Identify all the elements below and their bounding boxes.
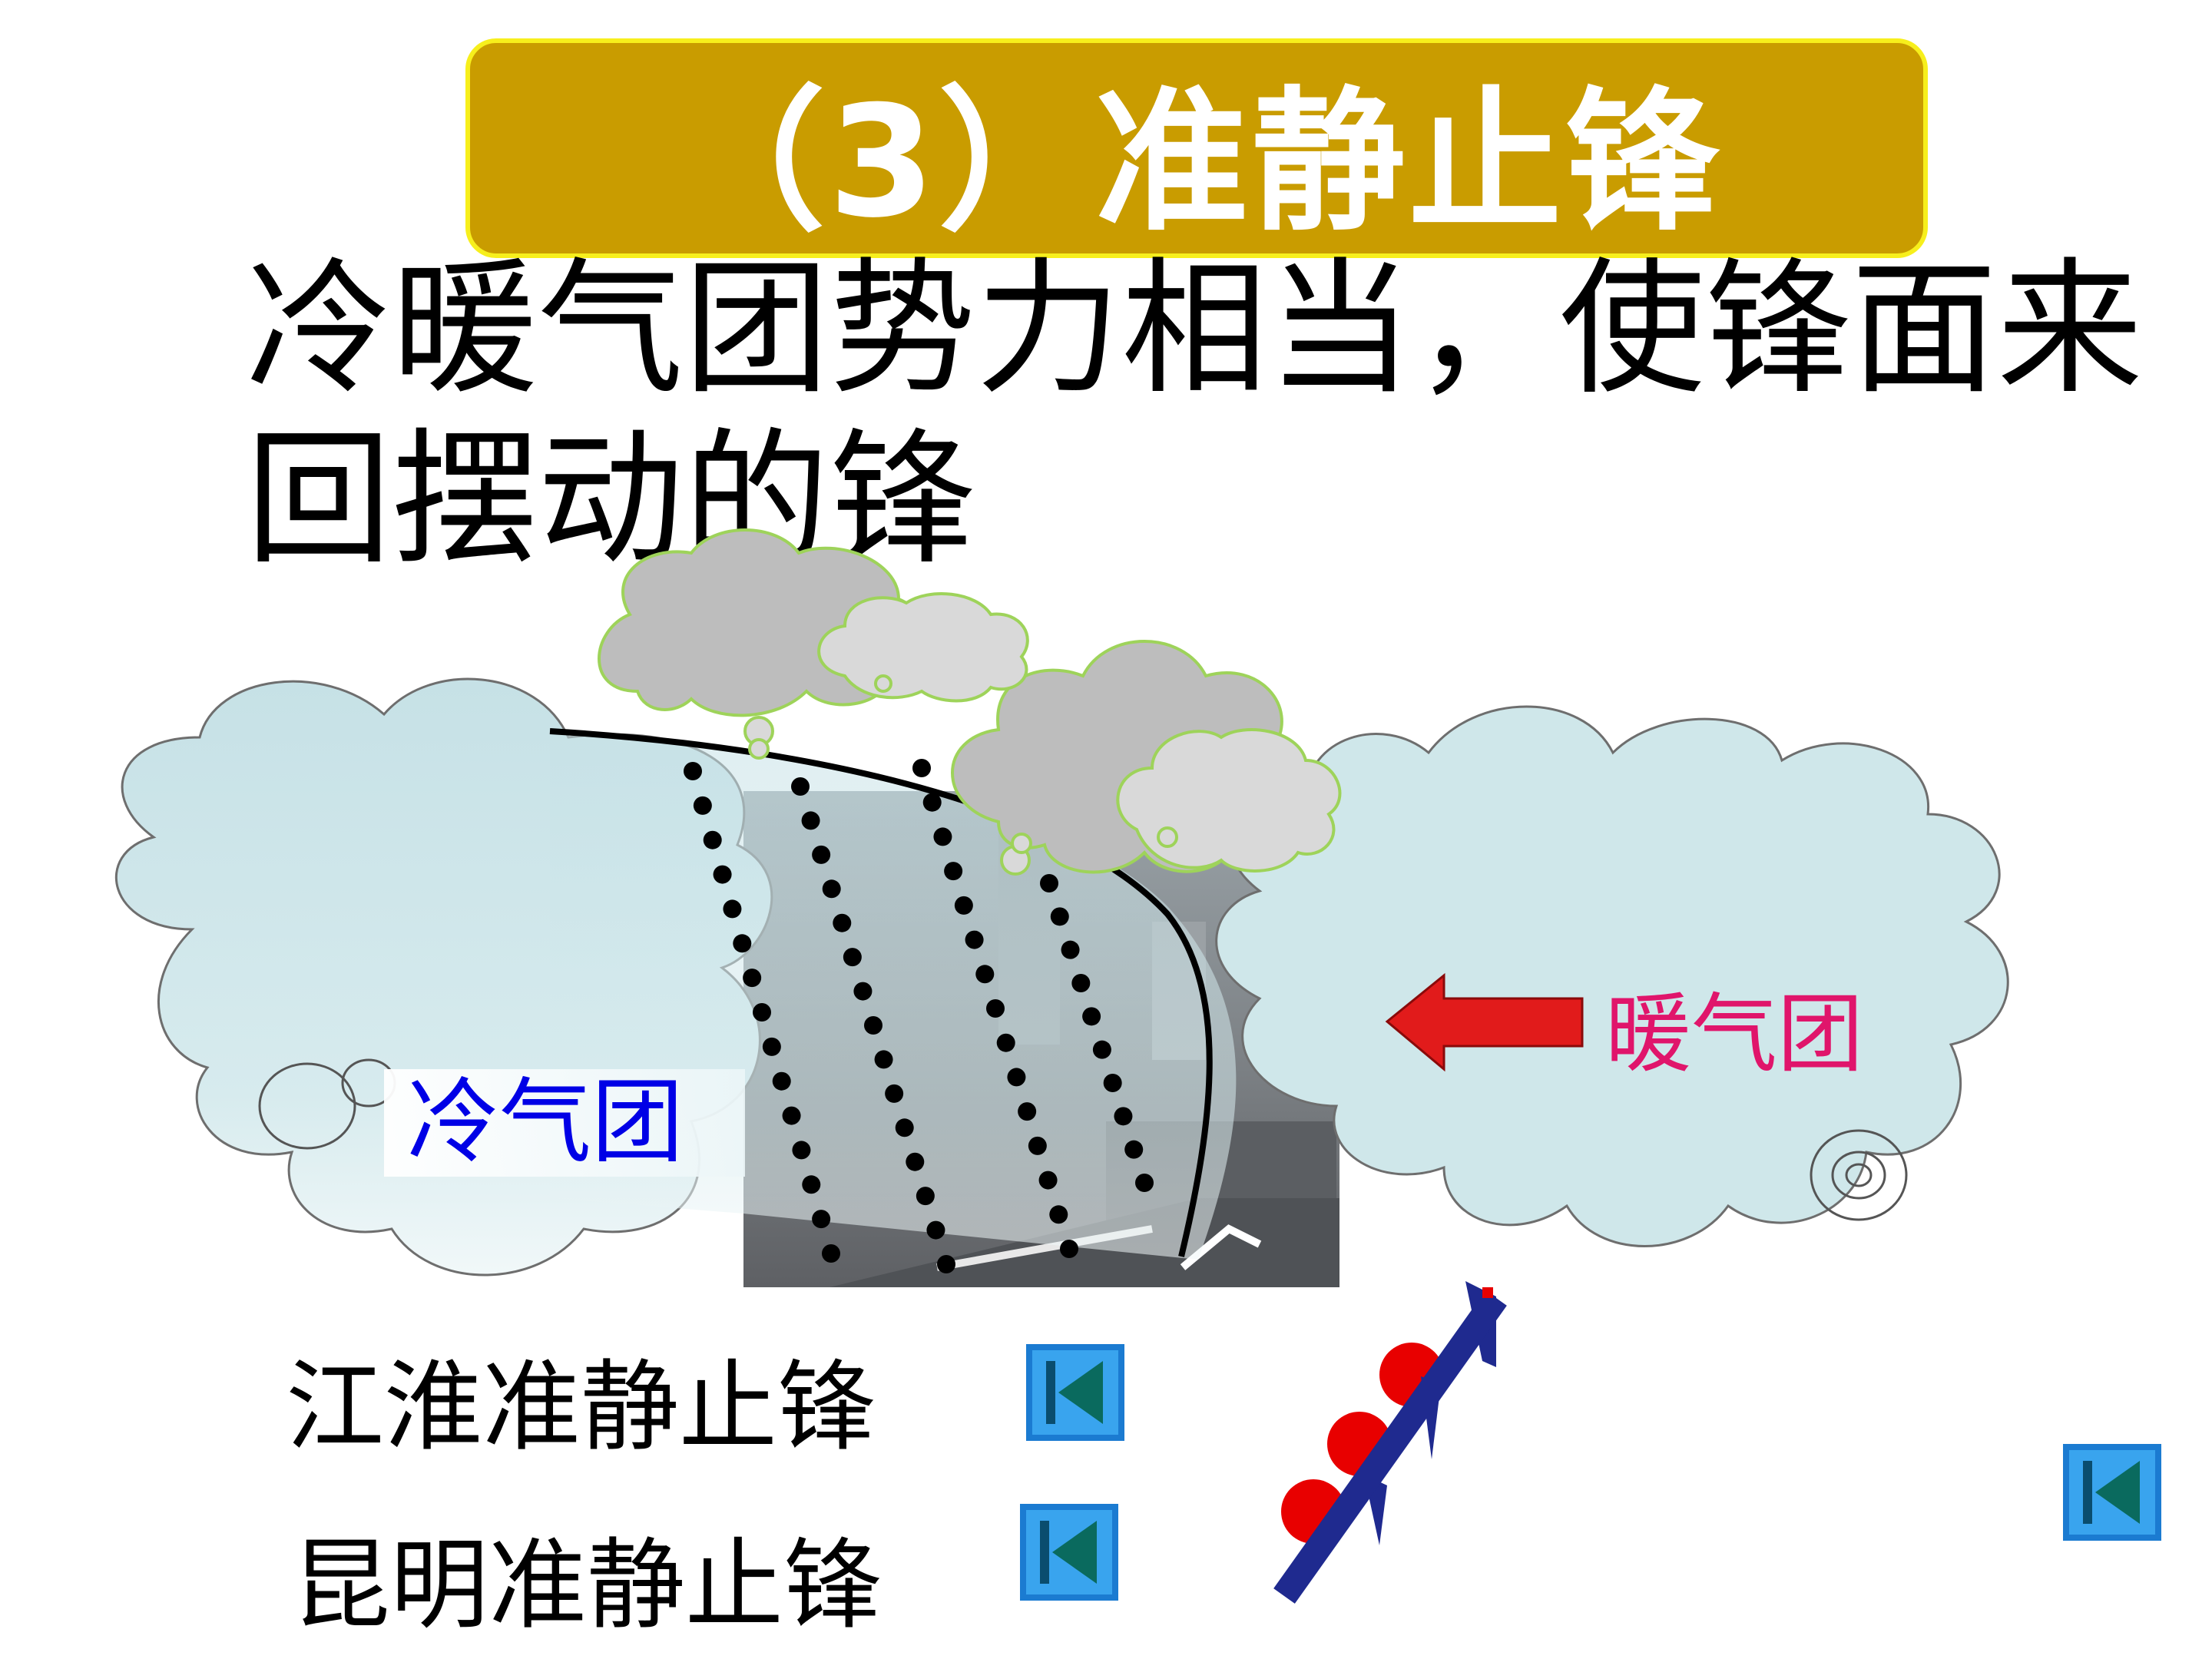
rain-dot (906, 1152, 925, 1171)
rain-dot (874, 1050, 893, 1069)
rain-dot (926, 1220, 945, 1240)
rain-dot (833, 913, 852, 932)
rain-dot (922, 793, 942, 812)
caption-kunming-front: 昆明准静止锋 (292, 1528, 882, 1643)
rain-dot (1135, 1174, 1154, 1192)
rain-dot (1050, 907, 1069, 926)
warm-air-cloud (1215, 705, 2009, 1247)
rain-dot (944, 862, 963, 881)
rain-dot (703, 830, 722, 849)
rain-dot (733, 934, 752, 953)
rain-dot (762, 1037, 781, 1056)
return-button[interactable] (2063, 1444, 2161, 1541)
rain-dot (996, 1033, 1015, 1052)
rain-dot (1114, 1107, 1133, 1126)
rain-dot (1018, 1102, 1037, 1121)
frontal-surface-line (549, 728, 1213, 1257)
rain-dot (1049, 1205, 1068, 1224)
back-triangle-icon (1026, 1344, 1124, 1441)
rain-dot (822, 879, 841, 899)
rain-dot (864, 1016, 882, 1035)
left-arrow-icon (1385, 972, 1584, 1072)
rain-dot (912, 759, 931, 777)
rain-dot (1124, 1140, 1144, 1159)
kunming-link-button[interactable] (1020, 1504, 1118, 1601)
rain-dot (812, 845, 831, 864)
rain-dots (684, 759, 1154, 1273)
rain-dot (772, 1071, 791, 1091)
warm-air-mass-label: 暖气团 (1605, 985, 1863, 1084)
rain-dot (965, 930, 984, 949)
rain-dot (1040, 874, 1058, 892)
cold-air-mass-label-box: 冷气团 (384, 1069, 745, 1177)
rain-dot (986, 999, 1005, 1018)
jianghuai-link-button[interactable] (1026, 1344, 1124, 1441)
rain-dot (954, 896, 973, 915)
rain-dot (843, 948, 862, 967)
rain-dot (1060, 1240, 1078, 1258)
back-triangle-icon (2063, 1444, 2161, 1541)
storm-clouds (598, 528, 1342, 876)
rain-dot (684, 762, 702, 780)
rain-dot (1061, 940, 1080, 959)
rain-dot (853, 982, 873, 1001)
rain-dot (1082, 1007, 1101, 1026)
rain-dot (1092, 1040, 1111, 1059)
slide-title: （3）准静止锋 (671, 73, 1722, 252)
rain-dot (792, 1141, 811, 1160)
rain-dot (723, 899, 742, 919)
rain-dot (812, 1210, 831, 1229)
rain-dot (1007, 1068, 1026, 1087)
rain-dot (1028, 1136, 1047, 1155)
rain-dot (1038, 1171, 1058, 1190)
rain-dot (937, 1255, 955, 1273)
rain-dot (753, 1003, 771, 1022)
stationary-front-symbol (1273, 1281, 1507, 1604)
rain-dot (885, 1084, 904, 1103)
rain-dot (802, 1175, 821, 1194)
rain-dot (693, 796, 712, 815)
back-triangle-icon (1020, 1504, 1118, 1601)
rain-dot (916, 1187, 935, 1206)
rain-dot (933, 827, 952, 846)
rain-dot (743, 969, 762, 988)
caption-jianghuai-front: 江淮准静止锋 (286, 1350, 876, 1465)
rain-dot (791, 777, 810, 796)
rain-dot (1103, 1074, 1122, 1092)
rain-dot (895, 1118, 914, 1137)
title-banner: （3）准静止锋 (465, 38, 1928, 258)
rain-dot (801, 811, 820, 830)
rain-dot (782, 1106, 801, 1125)
cold-air-mass-label: 冷气团 (407, 1069, 684, 1176)
rain-dot (822, 1244, 840, 1263)
rain-dot (1071, 974, 1091, 992)
rain-dot (975, 965, 995, 984)
rain-dot (713, 865, 732, 884)
